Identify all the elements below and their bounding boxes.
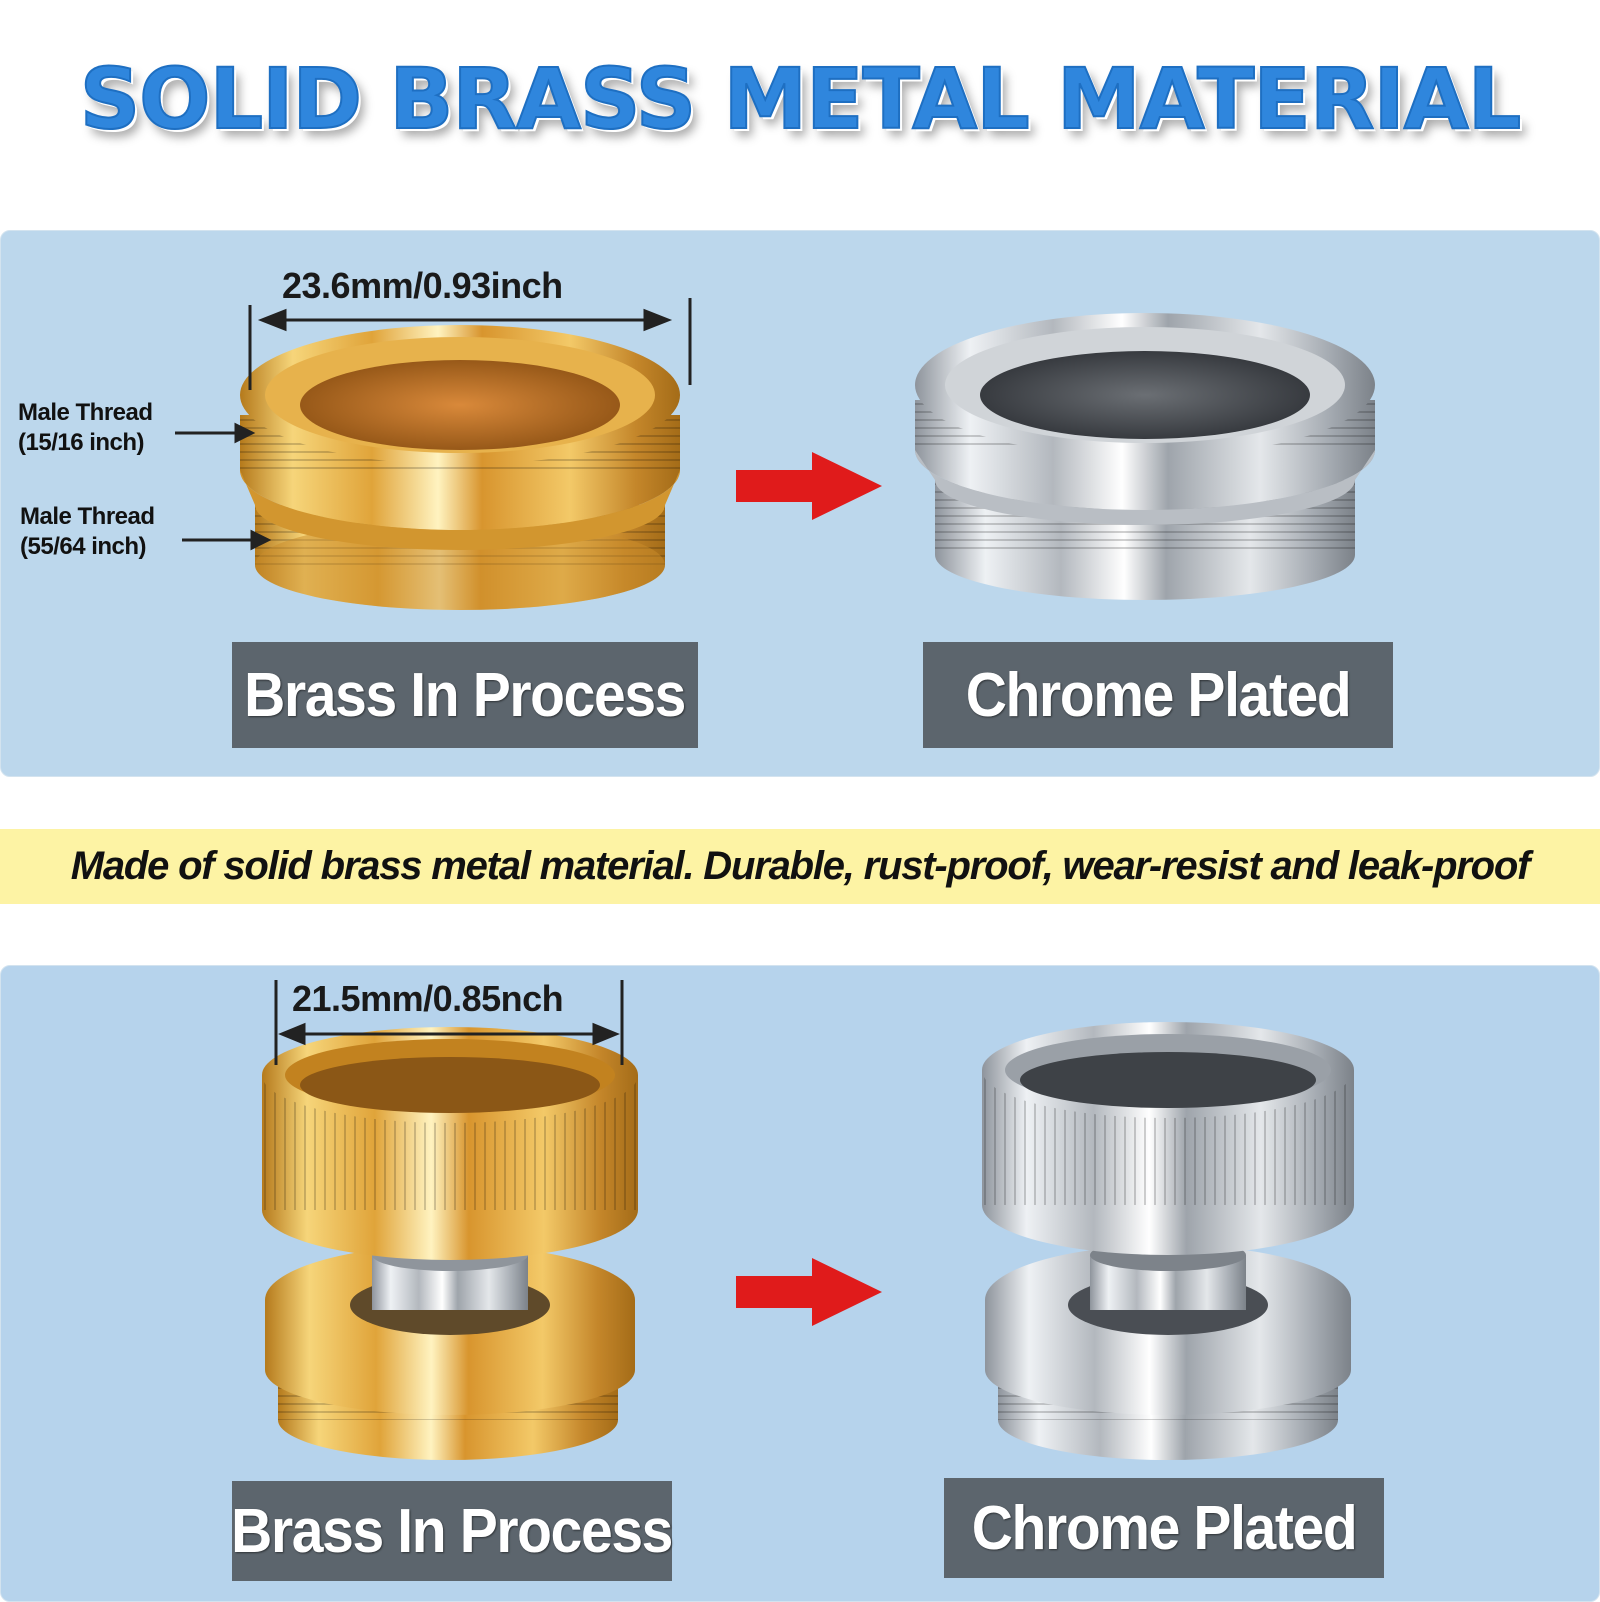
chrome-ring-adapter	[915, 313, 1375, 600]
bottom-brass-label-text: Brass In Process	[231, 1496, 674, 1566]
top-dimension-marker	[248, 298, 692, 390]
bottom-chrome-label-text: Chrome Plated	[971, 1493, 1358, 1563]
brass-swivel-adapter	[262, 1027, 638, 1460]
brass-ring-adapter	[240, 325, 680, 610]
thread-pointer-arrows	[175, 422, 272, 551]
chrome-swivel-adapter	[982, 1022, 1354, 1460]
male-thread-upper-size: (15/16 inch)	[18, 429, 145, 456]
bottom-dimension-marker	[274, 980, 624, 1065]
transition-arrow-bottom	[736, 1258, 882, 1326]
top-chrome-label-text: Chrome Plated	[965, 660, 1352, 730]
male-thread-upper-title: Male Thread	[18, 399, 153, 426]
top-chrome-label: Chrome Plated	[923, 642, 1393, 748]
top-brass-label-text: Brass In Process	[244, 660, 687, 730]
male-thread-lower-title: Male Thread	[20, 503, 155, 530]
male-thread-lower-size: (55/64 inch)	[20, 533, 147, 560]
bottom-dimension-label: 21.5mm/0.85nch	[292, 978, 564, 1019]
headline: SOLID BRASS METAL MATERIAL	[79, 49, 1523, 149]
transition-arrow-top	[736, 452, 882, 520]
top-dimension-label: 23.6mm/0.93inch	[282, 265, 563, 306]
bottom-chrome-label: Chrome Plated	[944, 1478, 1384, 1578]
feature-banner: Made of solid brass metal material. Dura…	[0, 829, 1600, 904]
bottom-brass-label: Brass In Process	[231, 1481, 674, 1581]
male-thread-label-lower: Male Thread (55/64 inch)	[20, 502, 155, 562]
top-brass-label: Brass In Process	[232, 642, 698, 748]
male-thread-label-upper: Male Thread (15/16 inch)	[18, 398, 153, 458]
